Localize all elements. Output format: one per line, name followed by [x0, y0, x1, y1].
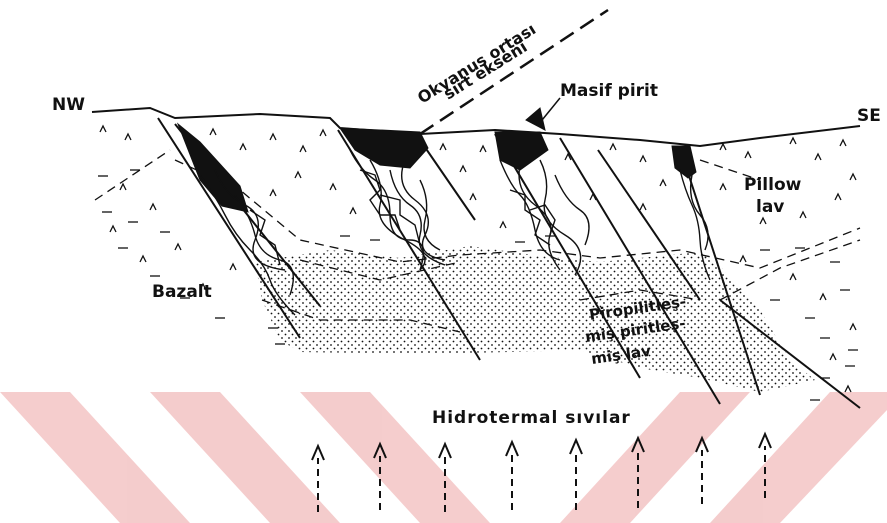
dashed-up-arrow-icon	[570, 440, 582, 510]
label-massive-pyrite: Masif pirit	[560, 81, 658, 101]
label-basalt: Bazalt	[152, 282, 212, 302]
fluid-arrows	[312, 434, 771, 512]
label-nw: NW	[52, 95, 85, 115]
dashed-up-arrow-icon	[696, 438, 708, 504]
altered-lava-zone	[255, 246, 815, 392]
label-pillow: Pillow	[744, 175, 802, 195]
massive-pyrite-body	[178, 108, 696, 212]
sea-floor-surface	[92, 108, 860, 146]
label-se: SE	[857, 106, 881, 126]
label-pillow-lav: lav	[756, 197, 784, 217]
label-hydrothermal-fluids: Hidrotermal sıvılar	[432, 408, 631, 428]
dashed-up-arrow-icon	[506, 442, 518, 510]
